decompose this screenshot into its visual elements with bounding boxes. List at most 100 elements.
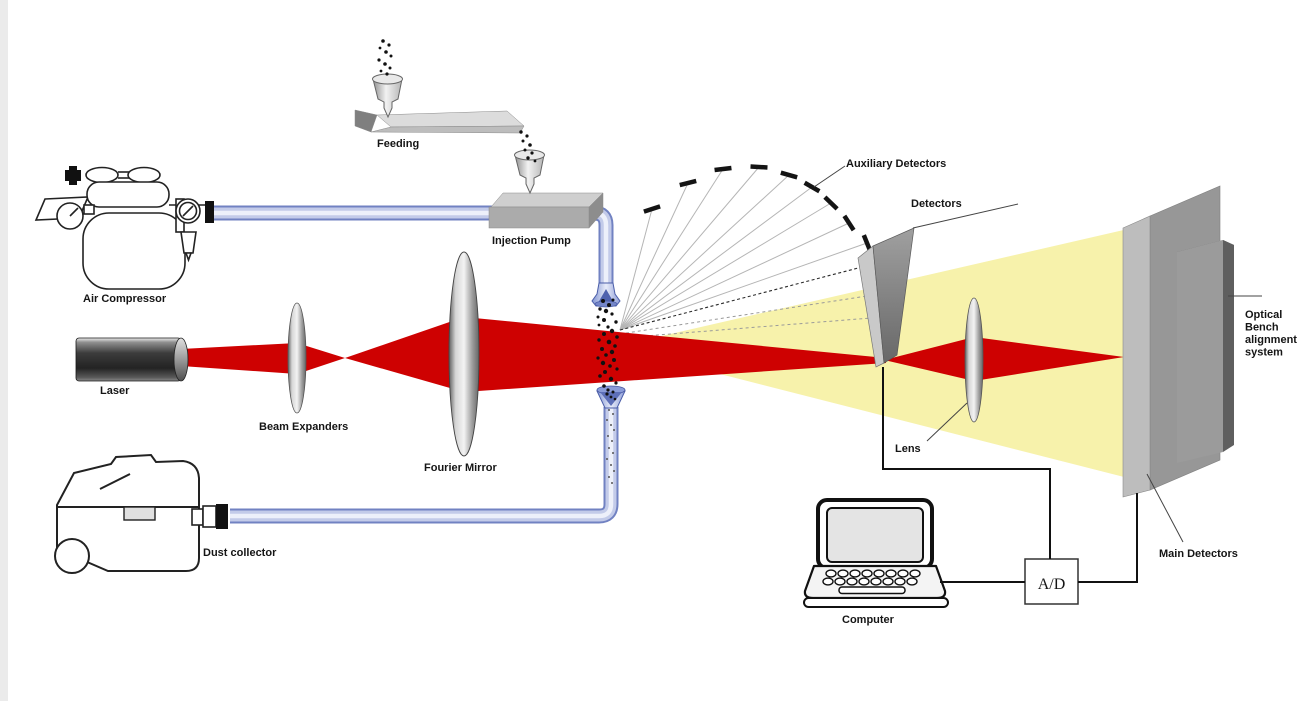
particle-dot xyxy=(530,151,534,155)
fan-line xyxy=(619,202,832,331)
fan-line xyxy=(619,166,760,331)
pump-hopper xyxy=(514,149,545,195)
pointer-lens xyxy=(926,402,968,442)
wedge-to-ad-wire xyxy=(882,367,1051,559)
pointer-main-detectors xyxy=(1146,473,1184,543)
laptop-key xyxy=(885,569,897,578)
particle-dot xyxy=(606,458,608,460)
beam-expander-lens xyxy=(287,302,307,414)
particle-dot xyxy=(597,338,601,342)
air-compressor xyxy=(34,166,214,290)
particle-dot xyxy=(611,482,613,484)
label-laser: Laser xyxy=(100,385,130,397)
particle-dot xyxy=(609,395,613,399)
fan-line xyxy=(619,186,813,331)
aux-detector-dash xyxy=(803,180,821,194)
particle-dot xyxy=(607,303,611,307)
detector-wedge xyxy=(857,227,915,368)
particle-dot xyxy=(614,381,618,385)
feeding-hopper xyxy=(372,73,403,119)
laptop-key xyxy=(894,577,906,586)
particle-dot xyxy=(608,376,614,382)
ad-to-main-detector-wire xyxy=(1078,493,1138,583)
laptop-key xyxy=(825,569,837,578)
label-air-compressor: Air Compressor xyxy=(83,293,167,305)
ad-converter-box: A/D xyxy=(1024,558,1079,605)
label-fourier-mirror: Fourier Mirror xyxy=(424,462,497,474)
aux-detector-dash xyxy=(861,234,873,252)
laptop-key xyxy=(849,569,861,578)
fourier-mirror-lens xyxy=(448,251,480,457)
label-dust-collector: Dust collector xyxy=(203,547,277,559)
particle-dot xyxy=(378,46,382,50)
particle-dot xyxy=(604,353,608,357)
beam-segment xyxy=(345,317,464,392)
particle-dot xyxy=(600,360,606,366)
laptop-keyboard xyxy=(822,569,921,586)
particle-dot xyxy=(613,397,617,401)
page-edge xyxy=(0,0,8,701)
particle-dot xyxy=(597,323,601,327)
label-feeding: Feeding xyxy=(377,138,419,150)
exhaust-pipe xyxy=(230,407,619,524)
aux-detector-dash xyxy=(842,214,856,232)
particle-dot xyxy=(523,148,527,152)
label-lens: Lens xyxy=(895,443,921,455)
label-beam-expanders: Beam Expanders xyxy=(259,421,348,433)
laptop-key xyxy=(858,577,870,586)
particle-dot xyxy=(528,143,532,147)
beam-segment xyxy=(884,337,1124,381)
chute-particle-stream xyxy=(519,130,537,163)
label-auxiliary-detectors: Auxiliary Detectors xyxy=(846,158,946,170)
hopper-particle-stream xyxy=(377,39,393,76)
laptop-key xyxy=(846,577,858,586)
particle-dot xyxy=(615,335,619,339)
fan-line xyxy=(619,222,850,331)
particle-dot xyxy=(525,134,529,138)
particle-dot xyxy=(379,69,383,73)
label-pointers xyxy=(813,165,1262,543)
particle-dot xyxy=(612,358,616,362)
particle-dot xyxy=(377,58,381,62)
particle-dot xyxy=(612,413,614,415)
alignment-box xyxy=(1177,240,1234,463)
particle-dot xyxy=(596,315,600,319)
particle-dot xyxy=(606,419,608,421)
particle-dot xyxy=(389,54,393,58)
beam-segment xyxy=(297,343,345,374)
aux-detector-dashes xyxy=(643,164,873,252)
laptop-key xyxy=(834,577,846,586)
laser-source xyxy=(75,337,189,382)
label-detectors: Detectors xyxy=(911,198,962,210)
laptop-spacebar xyxy=(838,586,906,595)
laptop-key xyxy=(870,577,882,586)
particle-dot xyxy=(613,470,615,472)
label-injection-pump: Injection Pump xyxy=(492,235,571,247)
particle-dot xyxy=(608,364,612,368)
injection-pump xyxy=(488,192,604,229)
aux-detector-dash xyxy=(643,204,661,214)
fan-line xyxy=(619,182,689,331)
particle-dot xyxy=(610,312,614,316)
laptop-key xyxy=(882,577,894,586)
label-optical-bench: Optical Bench alignment system xyxy=(1245,309,1297,359)
fan-line xyxy=(619,168,724,331)
signal-wires xyxy=(882,367,1138,583)
particle-dot xyxy=(608,447,610,449)
aux-detector-dash xyxy=(780,170,798,180)
aux-detector-dash xyxy=(823,195,839,211)
particle-dot xyxy=(387,43,391,47)
particle-dot xyxy=(610,464,612,466)
scattered-light-cone xyxy=(614,229,1128,478)
particle-dot xyxy=(608,476,610,478)
particle-dot xyxy=(602,318,606,322)
aux-detector-dash xyxy=(714,165,732,173)
particle-dot xyxy=(596,356,600,360)
particle-dot xyxy=(526,156,530,160)
fan-line xyxy=(619,174,790,331)
particle-dot xyxy=(385,72,389,76)
particle-dot xyxy=(519,130,523,134)
label-optical-bench-line2: Bench xyxy=(1245,322,1279,334)
particle-dot xyxy=(598,307,602,311)
particle-dot xyxy=(610,424,612,426)
